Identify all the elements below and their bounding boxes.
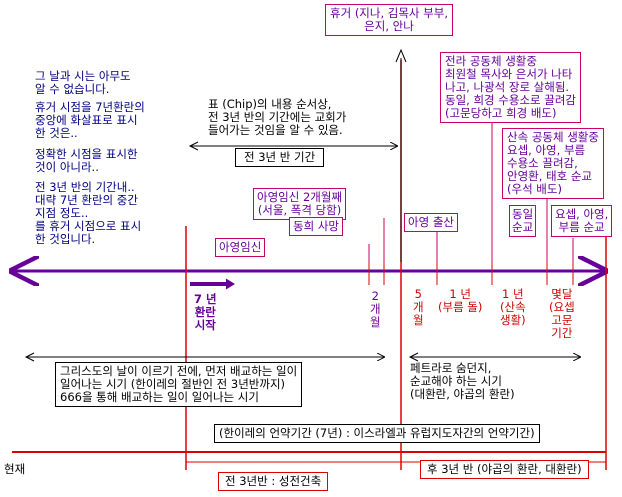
covenant-box: (한이레의 언약기간 (7년) : 이스라엘과 유럽지도자간의 언약기간) [214, 424, 540, 443]
period-1y-a: 1 년 (부름 돌) [438, 287, 483, 314]
note-rapture-arrow: 휴거 시점을 7년환란의 중앙에 화살표로 표시 한 것은.. [35, 100, 145, 140]
bottom-right-box: 후 3년 반 (야곱의 환란, 대환란) [420, 460, 589, 479]
ayoung-birth-box: 아영 출산 [404, 213, 458, 232]
start-7year-label: 7 년 환란 시작 [194, 292, 217, 332]
right-period-box: 페트라로 숨던지, 순교해야 하는 시기 (대환란, 야곱의 환란) [410, 361, 515, 401]
note-unknown-day: 그 날과 시는 아무도 알 수 없습니다. [35, 69, 131, 96]
now-label: 현재 [4, 462, 26, 476]
period-5mo: 5 개 월 [413, 287, 424, 327]
ayoung-pregnant-box: 아영임신 [215, 238, 266, 257]
period-2mo: 2 개 월 [370, 289, 381, 329]
joseph-box: 요셉, 아영, 부름 순교 [551, 205, 613, 237]
mountain-box: 산속 공동체 생활중 요셉, 아영, 부름 수용소 끌려감, 안영환, 태호 순… [502, 128, 604, 199]
first-half-label: 전 3년 반 기간 [235, 148, 325, 167]
pregnant-2mo-box: 아영임신 2개월째 (서울, 폭격 당함) [253, 188, 347, 220]
left-period-box: 그리스도의 날이 이르기 전에, 먼저 배교하는 일이 일어나는 시기 (한이레… [55, 362, 303, 407]
note-not-exact: 정확한 시점을 표시한 것이 아니라.. [35, 147, 138, 174]
period-1y-b: 1 년 (산속 생활) [500, 287, 526, 327]
persecution-box: 전라 공동체 생활중 최원철 목사와 은서가 나타 나고, 나광석 장로 살해됨… [440, 52, 582, 123]
rapture-box: 휴거 (지나, 김목사 부부, 은지, 안나 [325, 4, 453, 36]
donghwa-death-box: 동희 사망 [289, 217, 343, 236]
period-last: 몇달 (요셉 고문 기간 [549, 287, 575, 340]
note-first-half: 전 3년 반의 기간내.. 대략 7년 환란의 중간 지점 정도.. 를 휴거 … [35, 180, 142, 246]
bottom-left-box: 전 3년반 : 성전건축 [218, 472, 329, 491]
chip-note: 표 (Chip)의 내용 순서상, 전 3년 반의 기간에는 교회가 들어가는 … [208, 97, 347, 137]
dongil-box: 동일 순교 [509, 205, 537, 237]
